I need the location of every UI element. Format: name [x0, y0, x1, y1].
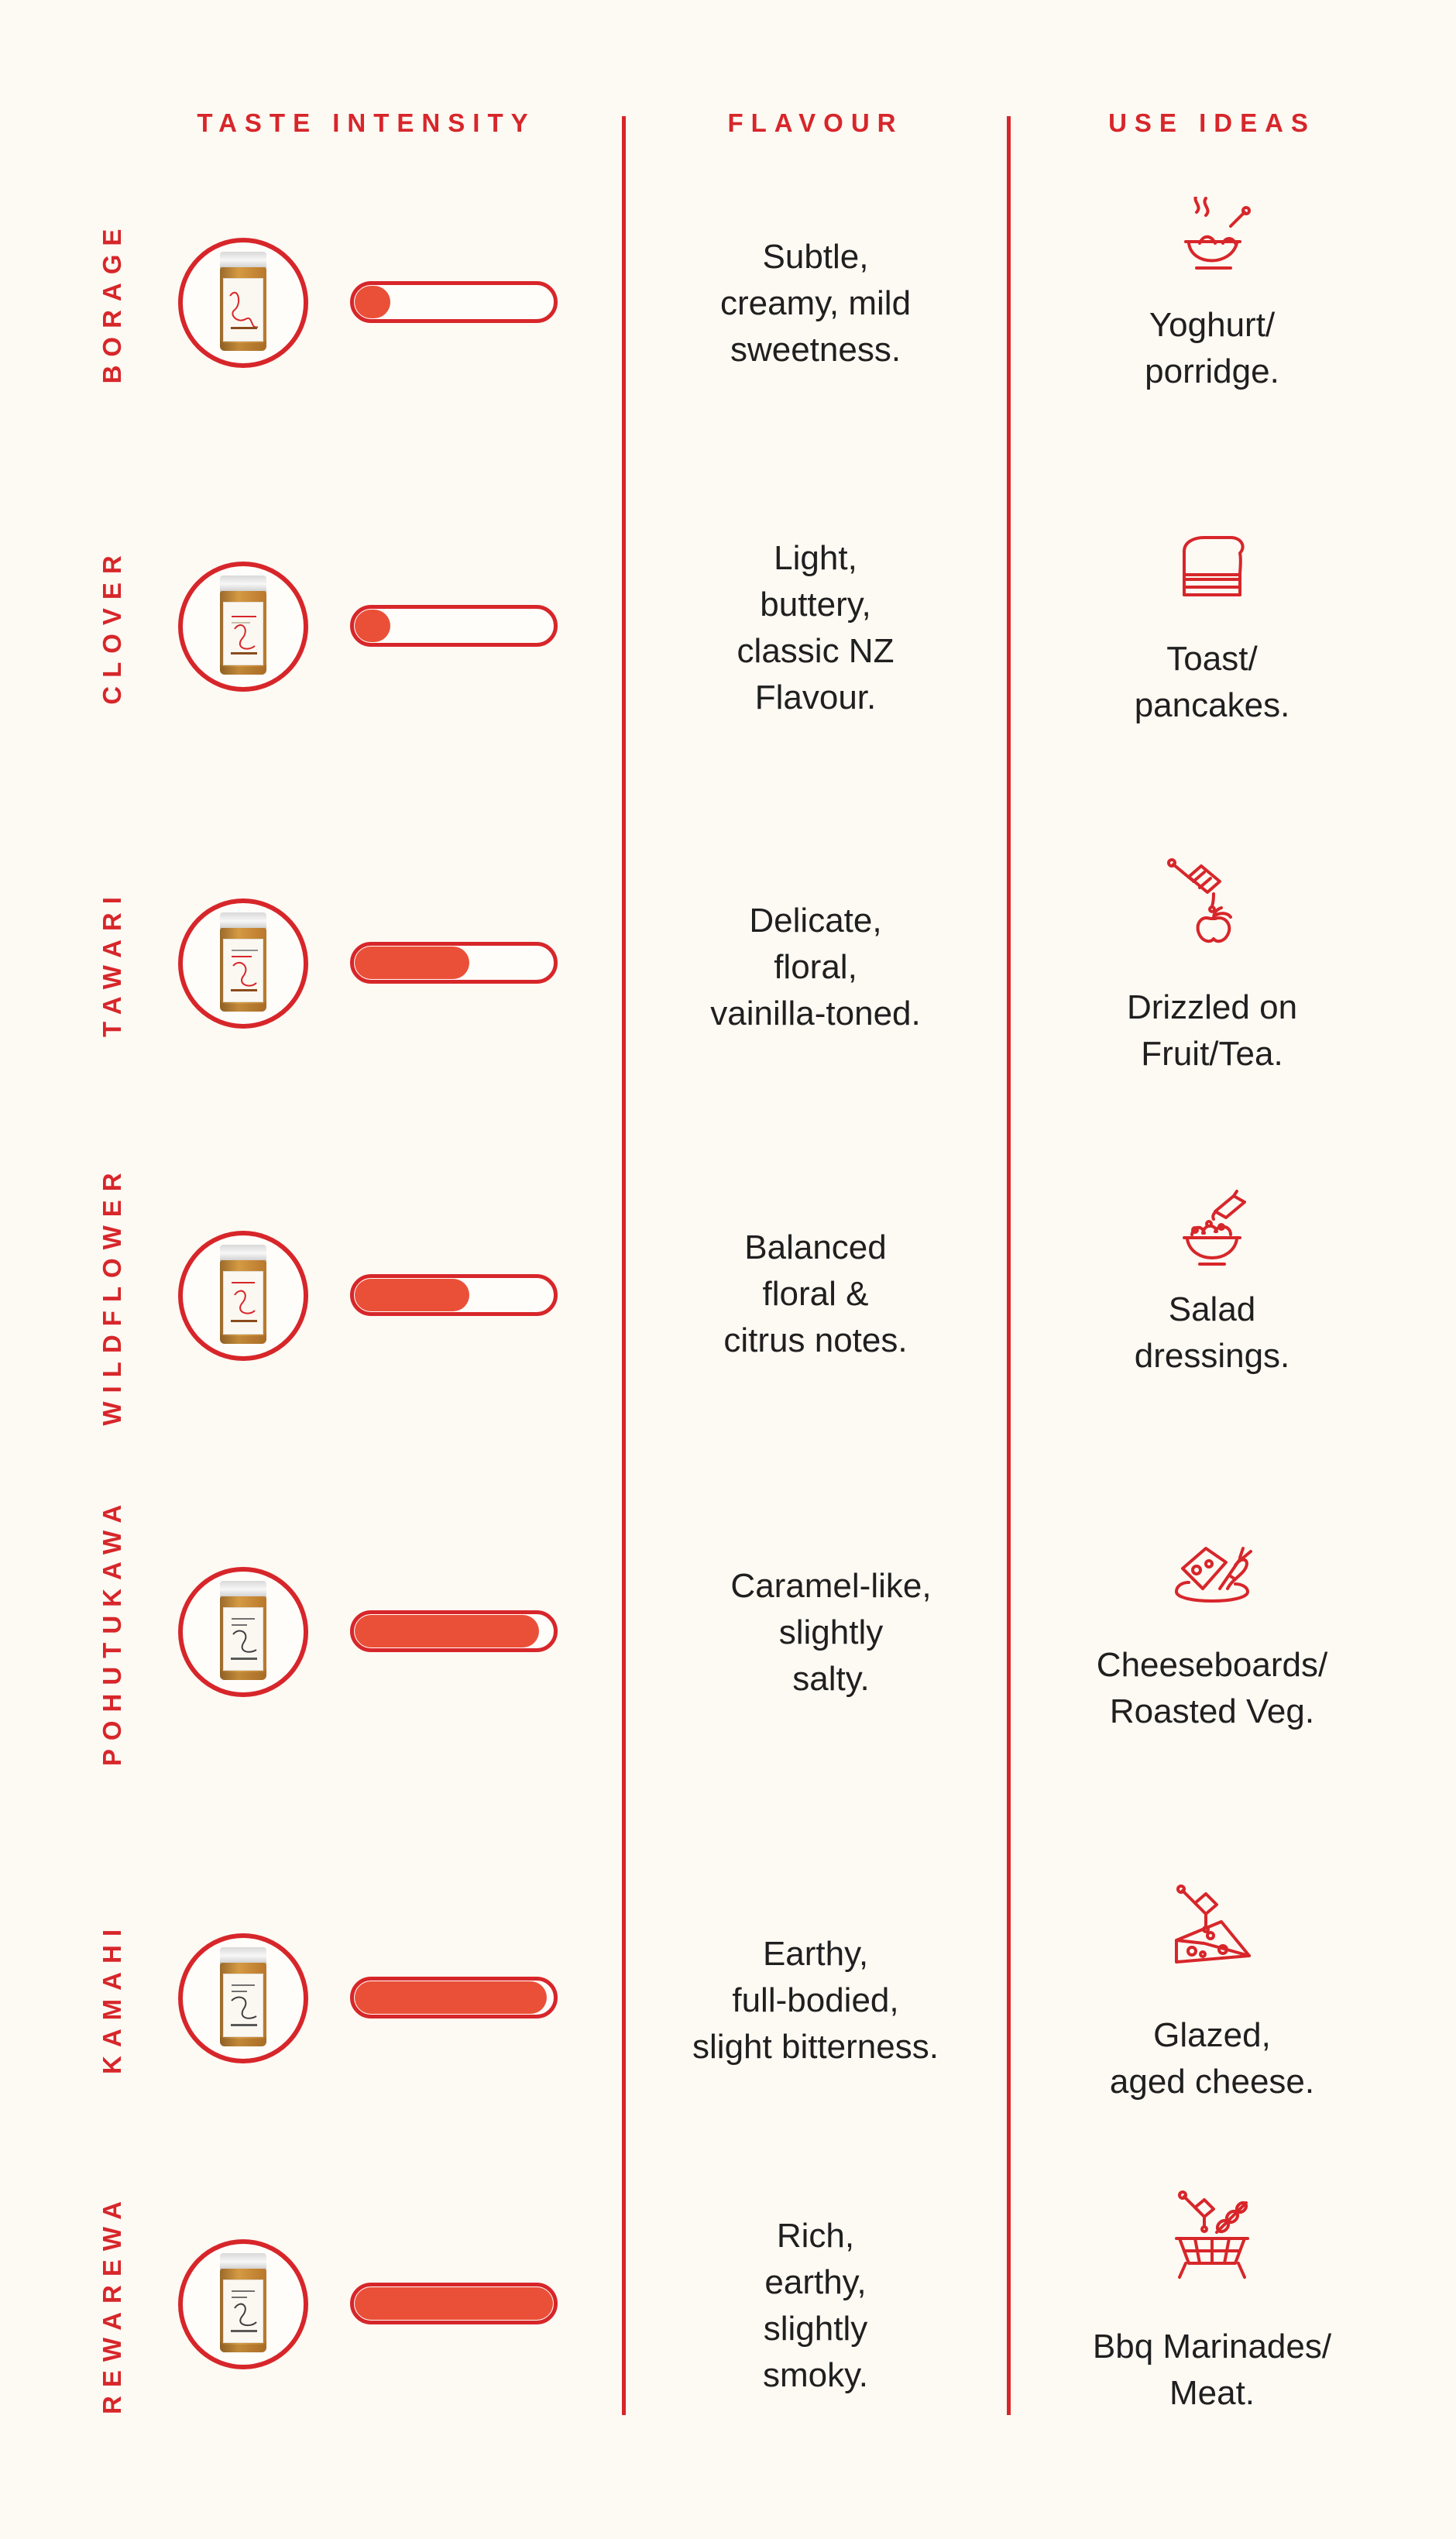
column-divider-right: [1007, 116, 1011, 2415]
honey-name: REWAREWA: [98, 2193, 126, 2414]
intensity-bar: [350, 2283, 558, 2324]
use-text: Yoghurt/ porridge.: [1145, 306, 1279, 390]
jar-icon: [220, 1947, 266, 2049]
intensity-bar: [350, 281, 558, 323]
honey-jar-image: [178, 238, 308, 368]
flavour-text: Delicate, floral, vainilla-toned.: [710, 902, 921, 1032]
flavour-text: Earthy, full-bodied, slight bitterness.: [692, 1935, 939, 2066]
use-text: Salad dressings.: [1134, 1290, 1290, 1375]
honey-name: BORAGE: [98, 220, 126, 384]
intensity-bar: [350, 942, 558, 984]
use-text: Glazed, aged cheese.: [1109, 2016, 1315, 2101]
jar-icon: [220, 252, 266, 354]
cheese-icon: [1166, 1883, 1259, 1976]
honey-jar-image: [178, 2239, 308, 2369]
intensity-fill: [355, 1615, 539, 1647]
honey-jar-image: [178, 1933, 308, 2063]
jar-icon: [220, 2253, 266, 2355]
cheeseboard-icon: [1166, 1525, 1259, 1618]
jar-icon: [220, 1245, 266, 1347]
honey-name: CLOVER: [98, 547, 126, 705]
intensity-fill: [355, 1279, 469, 1311]
honey-name: TAWARI: [98, 888, 126, 1037]
intensity-fill: [355, 2287, 553, 2320]
honey-name: POHUTUKAWA: [98, 1496, 126, 1767]
toast-icon: [1166, 521, 1259, 613]
intensity-fill: [355, 610, 390, 642]
honey-name: KAMAHI: [98, 1921, 126, 2074]
flavour-text: Rich, earthy, slightly smoky.: [762, 2217, 869, 2394]
bowl-icon: [1166, 197, 1259, 290]
flavour-text: Balanced floral & citrus notes.: [723, 1228, 908, 1359]
bbq-icon: [1166, 2190, 1259, 2283]
honey-name: WILDFLOWER: [98, 1164, 126, 1426]
use-text: Cheeseboards/ Roasted Veg.: [1096, 1646, 1328, 1730]
column-divider-left: [622, 116, 626, 2415]
header-flavour: FLAVOUR: [727, 108, 904, 137]
jar-icon: [220, 912, 266, 1015]
honey-jar-image: [178, 562, 308, 692]
flavour-text: Caramel-like, slightly salty.: [730, 1567, 932, 1698]
header-taste-intensity: TASTE INTENSITY: [197, 108, 536, 137]
intensity-fill: [355, 286, 390, 318]
honey-jar-image: [178, 1231, 308, 1361]
intensity-bar: [350, 605, 558, 647]
intensity-fill: [355, 1981, 547, 2014]
intensity-bar: [350, 1274, 558, 1316]
jar-icon: [220, 1581, 266, 1683]
intensity-fill: [355, 947, 469, 979]
flavour-text: Subtle, creamy, mild sweetness.: [719, 238, 912, 369]
header-use-ideas: USE IDEAS: [1108, 108, 1316, 137]
salad-icon: [1166, 1185, 1259, 1278]
intensity-bar: [350, 1977, 558, 2018]
use-text: Bbq Marinades/ Meat.: [1092, 2328, 1332, 2412]
jar-icon: [220, 575, 266, 678]
apple-honey-icon: [1166, 850, 1259, 943]
intensity-bar: [350, 1610, 558, 1652]
use-text: Drizzled on Fruit/Tea.: [1126, 988, 1298, 1073]
honey-jar-image: [178, 1567, 308, 1697]
flavour-text: Light, buttery, classic NZ Flavour.: [737, 539, 895, 716]
use-text: Toast/ pancakes.: [1134, 640, 1290, 724]
honey-jar-image: [178, 898, 308, 1029]
